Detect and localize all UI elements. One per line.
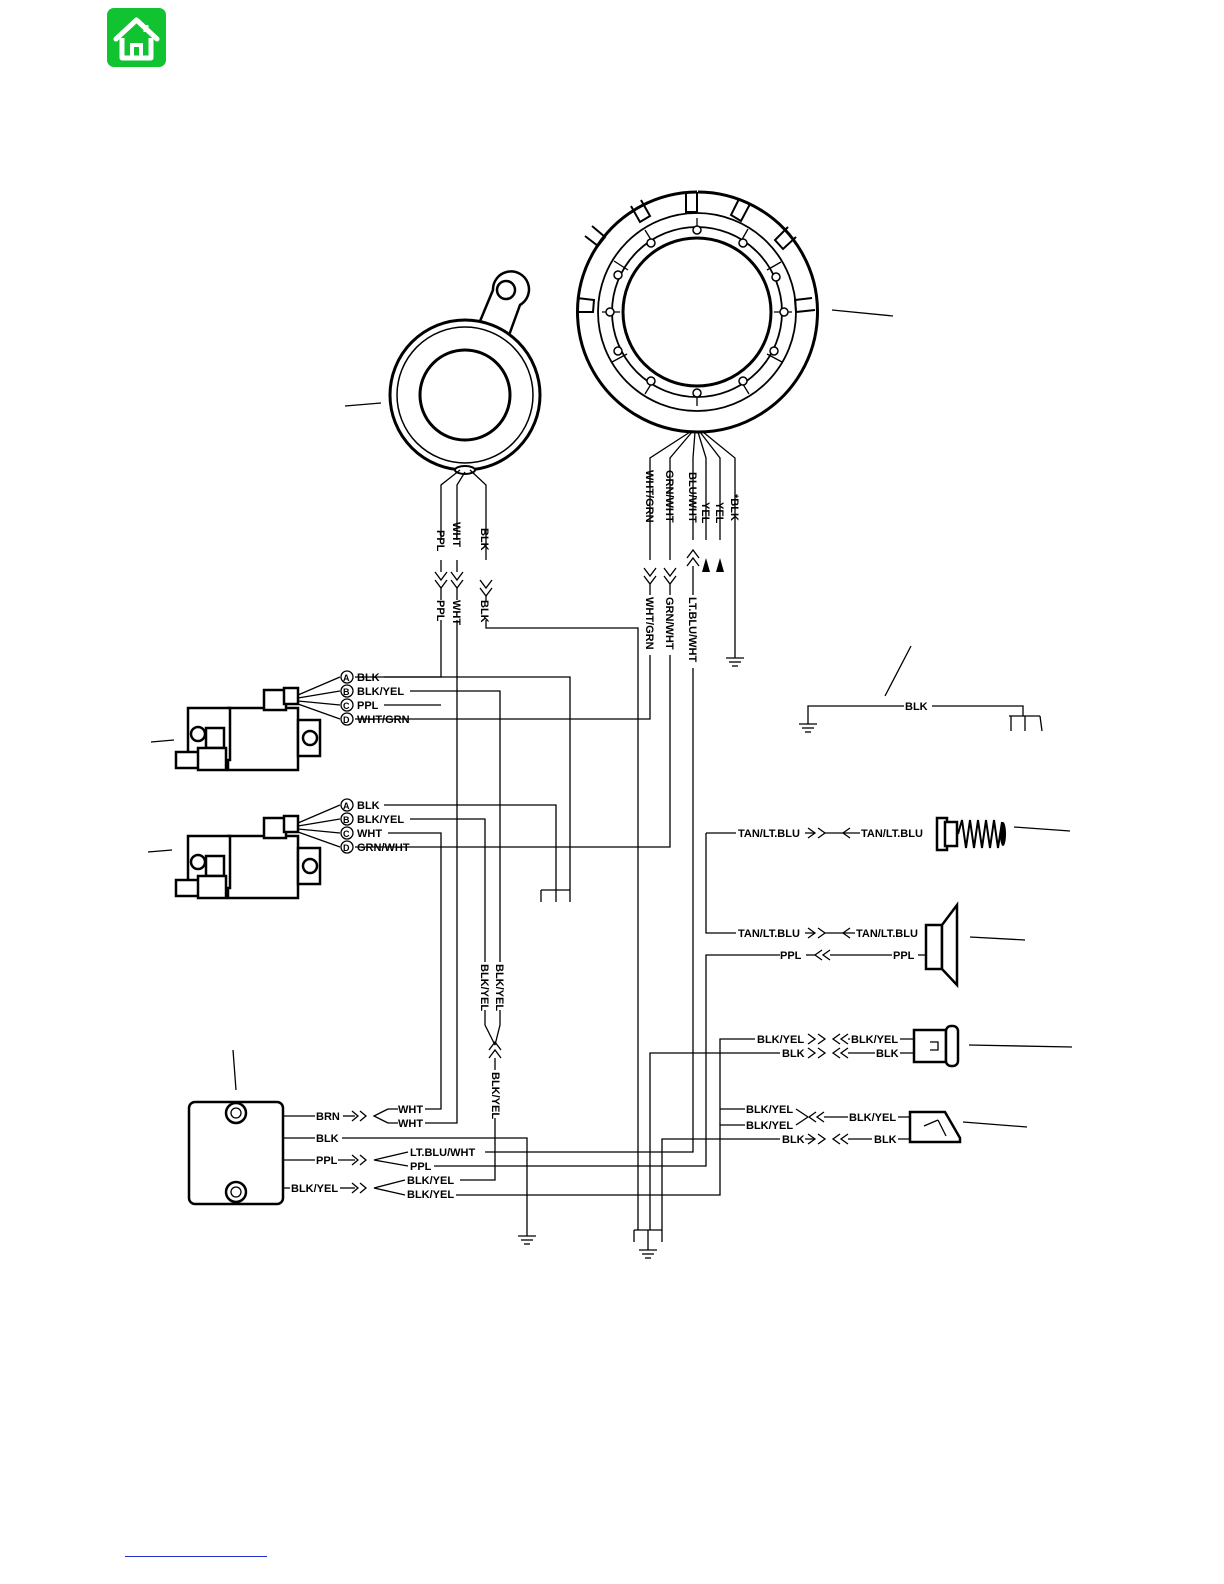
stator	[576, 190, 819, 434]
coil-1-wht-grn-label: WHT/GRN	[357, 714, 410, 726]
coil-1-blk-yel-label: BLK/YEL	[357, 686, 404, 698]
coil-1-connector	[340, 670, 354, 726]
stator-wht-grn-label: WHT/GRN	[643, 470, 655, 523]
trigger-blk-label: BLK	[478, 528, 490, 551]
stator-grn-wht-label: GRN/WHT	[663, 470, 675, 523]
coil-1-blk-label: BLK	[357, 672, 380, 684]
trigger-coil	[388, 270, 542, 475]
coil-2-leader	[147, 849, 173, 853]
stator-wires	[355, 431, 736, 1153]
stator-lt-blu-wht-label: LT.BLU/WHT	[686, 597, 698, 662]
cdi-blk-label: BLK	[316, 1133, 339, 1145]
stator-yel-label-1: YEL	[699, 502, 711, 524]
horn-leader	[969, 936, 1026, 941]
stop-blk-yel-label-1: BLK/YEL	[757, 1034, 804, 1046]
stator-grn-wht-label-2: GRN/WHT	[663, 597, 675, 650]
coil-2-blk-label: BLK	[357, 800, 380, 812]
stator-wht-grn-label-2: WHT/GRN	[643, 597, 655, 650]
start-blk-yel-label-3: BLK/YEL	[849, 1112, 896, 1124]
coil-2-connector	[340, 798, 354, 854]
home-button[interactable]	[107, 8, 166, 67]
coil-2-grn-wht-label: GRN/WHT	[357, 842, 410, 854]
horn-tan-lt-blu-label-2: TAN/LT.BLU	[856, 928, 918, 940]
coil-1-pin-d: D	[343, 715, 350, 725]
start-switch: BLK/YEL BLK/YEL BLK/YEL BLK BLK	[720, 1104, 962, 1146]
coil-1-pin-b: B	[343, 687, 350, 697]
cdi-module	[187, 1100, 285, 1206]
temperature-sender: TAN/LT.BLU TAN/LT.BLU	[706, 816, 1006, 852]
cdi-leader	[232, 1049, 237, 1091]
coil-2-pin-b: B	[343, 815, 350, 825]
warning-horn: TAN/LT.BLU TAN/LT.BLU PPL PPL	[705, 833, 959, 989]
trigger-coil-leader	[344, 402, 382, 407]
cdi-brn-label: BRN	[316, 1111, 340, 1123]
sender-tan-lt-blu-label-2: TAN/LT.BLU	[861, 828, 923, 840]
stator-yel-label-2: YEL	[713, 502, 725, 524]
stop-switch-leader	[968, 1044, 1073, 1048]
trigger-wht-label: WHT	[450, 522, 462, 547]
cdi-lt-blu-wht-label: LT.BLU/WHT	[410, 1147, 475, 1159]
horn-ppl-label-1: PPL	[780, 950, 802, 962]
trigger-wires	[355, 469, 639, 1230]
ignition-coil-1	[174, 676, 341, 772]
cdi-wht-label-2: WHT	[398, 1118, 423, 1130]
sender-leader	[1013, 826, 1071, 832]
start-blk-label-1: BLK	[782, 1134, 805, 1146]
footer-link[interactable]	[125, 1556, 267, 1557]
start-switch-leader	[962, 1121, 1028, 1128]
horn-tan-lt-blu-label-1: TAN/LT.BLU	[738, 928, 800, 940]
coil-2-blk-yel-label: BLK/YEL	[357, 814, 404, 826]
trigger-wht-label-2: WHT	[450, 600, 462, 625]
start-blk-label-2: BLK	[874, 1134, 897, 1146]
cdi-ppl-label: PPL	[316, 1155, 338, 1167]
trigger-ppl-label: PPL	[434, 530, 446, 552]
coil-1-ppl-label: PPL	[357, 700, 379, 712]
stop-blk-yel-label-2: BLK/YEL	[851, 1034, 898, 1046]
coil-2-pin-a: A	[343, 801, 350, 811]
trigger-blk-label-2: BLK	[478, 600, 490, 623]
cdi-blk-yel-label-2: BLK/YEL	[407, 1175, 454, 1187]
ground-strap-blk-label: BLK	[905, 701, 928, 713]
stop-blk-label-1: BLK	[782, 1048, 805, 1060]
coil-1-blk-yel-vertical: BLK/YEL	[493, 964, 505, 1011]
ignition-coil-2	[174, 804, 341, 900]
cdi-blk-yel-label: BLK/YEL	[291, 1183, 338, 1195]
coil-2-wht-label: WHT	[357, 828, 382, 840]
cdi-blk-yel-label-3: BLK/YEL	[407, 1189, 454, 1201]
coil-2-pin-d: D	[343, 843, 350, 853]
cdi-ppl-label-2: PPL	[410, 1161, 432, 1173]
stator-blk-label: *BLK	[728, 494, 740, 521]
stop-switch: BLK/YEL BLK BLK/YEL BLK	[719, 1024, 960, 1125]
home-icon	[113, 17, 160, 61]
coil-1-pin-a: A	[343, 673, 350, 683]
coil-2-blk-yel-vertical: BLK/YEL	[478, 964, 490, 1011]
merged-blk-yel-vertical: BLK/YEL	[489, 1072, 501, 1119]
ground-strap: BLK	[798, 645, 1043, 733]
coil-1-leader	[150, 739, 175, 743]
stop-blk-label-2: BLK	[876, 1048, 899, 1060]
coil-1-pin-c: C	[343, 701, 350, 711]
trigger-ppl-label-2: PPL	[434, 600, 446, 622]
coil-2-pin-c: C	[343, 829, 350, 839]
stator-leader	[831, 309, 894, 317]
cdi-wht-label-1: WHT	[398, 1104, 423, 1116]
horn-ppl-label-2: PPL	[893, 950, 915, 962]
start-blk-yel-label-2: BLK/YEL	[746, 1120, 793, 1132]
start-blk-yel-label-1: BLK/YEL	[746, 1104, 793, 1116]
sender-tan-lt-blu-label-1: TAN/LT.BLU	[738, 828, 800, 840]
stator-blu-wht-label: BLU/WHT	[686, 472, 698, 523]
